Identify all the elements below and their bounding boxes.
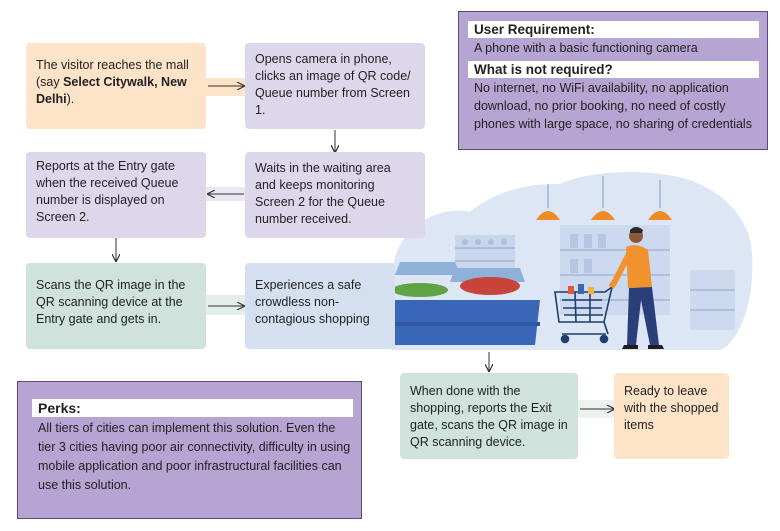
step-ready-to-leave: Ready to leave with the shopped items	[614, 373, 729, 459]
shopping-cart-icon	[554, 285, 614, 344]
step-text: Ready to leave with the shopped items	[624, 384, 719, 432]
not-required-title: What is not required?	[468, 61, 759, 78]
step-waits: Waits in the waiting area and keeps moni…	[245, 152, 425, 238]
perks-text: All tiers of cities can implement this s…	[38, 421, 351, 492]
step-exit-gate: When done with the shopping, reports the…	[400, 373, 578, 459]
produce-stand-icon	[390, 262, 540, 345]
step-text: Opens camera in phone, clicks an image o…	[255, 52, 411, 117]
shelf-icon	[455, 225, 735, 330]
connector-band	[206, 78, 246, 96]
step-text: Experiences a safe crowdless non-contagi…	[255, 278, 370, 326]
shopper-icon	[608, 227, 664, 349]
step-experiences-shopping: Experiences a safe crowdless non-contagi…	[245, 263, 395, 349]
pendant-lamp-icon	[536, 176, 672, 220]
step-scans-entry: Scans the QR image in the QR scanning de…	[26, 263, 206, 349]
visitor-text-prefix: The visitor reaches the mall (say	[36, 58, 189, 89]
user-requirement-text: A phone with a basic functioning camera	[474, 41, 698, 55]
step-text: Reports at the Entry gate when the recei…	[36, 159, 179, 224]
connector-band	[206, 295, 246, 315]
mall-name: Select Citywalk, New Delhi	[36, 75, 187, 106]
step-opens-camera: Opens camera in phone, clicks an image o…	[245, 43, 425, 129]
perks-panel: Perks: All tiers of cities can implement…	[17, 381, 362, 519]
not-required-text: No internet, no WiFi availability, no ap…	[474, 81, 752, 131]
step-text: Scans the QR image in the QR scanning de…	[36, 278, 186, 326]
perks-title: Perks:	[32, 399, 353, 417]
visitor-text-suffix: ).	[66, 92, 75, 106]
step-text: Waits in the waiting area and keeps moni…	[255, 161, 391, 226]
step-text: When done with the shopping, reports the…	[410, 384, 568, 449]
step-reports-entry-gate: Reports at the Entry gate when the recei…	[26, 152, 206, 238]
requirements-panel: User Requirement: A phone with a basic f…	[458, 11, 768, 150]
step-visitor-reaches-mall: The visitor reaches the mall (say Select…	[26, 43, 206, 129]
user-requirement-title: User Requirement:	[468, 21, 759, 38]
